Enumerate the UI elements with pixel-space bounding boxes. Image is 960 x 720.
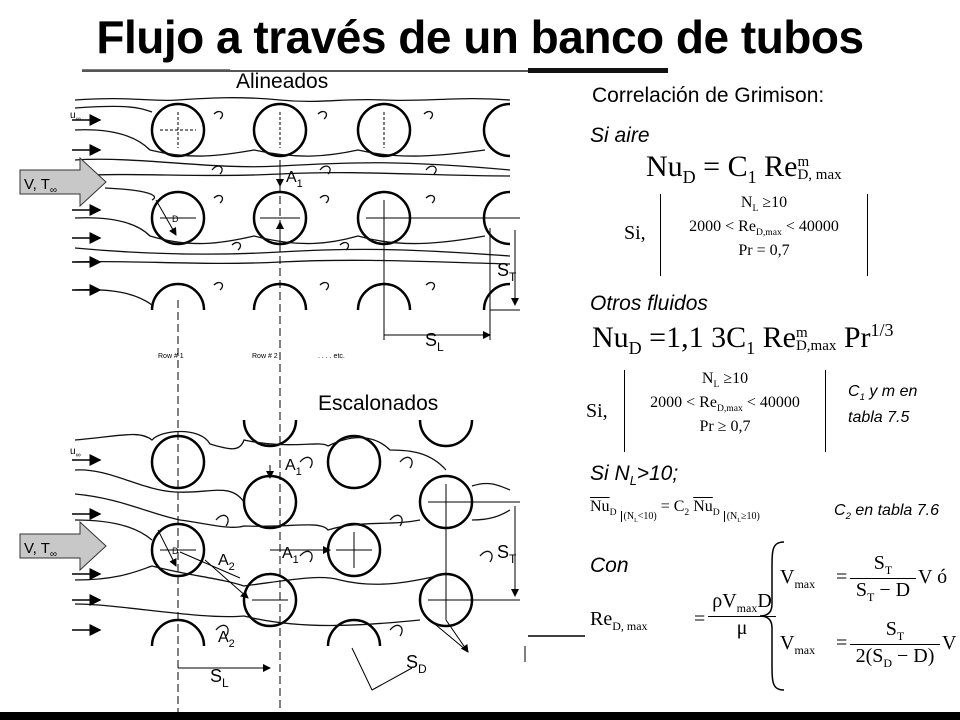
note-c1-table: C1 y m en tabla 7.5 — [848, 383, 918, 427]
equation-vmax-staggered: Vmax = ST 2(SD − D) V — [780, 618, 957, 670]
tube — [326, 618, 382, 647]
equation-vmax-aligned: Vmax = ST ST − D V ó — [780, 552, 948, 604]
con-heading: Con — [590, 554, 629, 577]
tube — [356, 102, 412, 158]
staggered-tubes — [150, 419, 474, 647]
u-label-bottom: u∞ — [70, 446, 81, 459]
aligned-streamlines — [74, 97, 511, 306]
tube — [482, 282, 511, 311]
note-c2-table: C2 en tabla 7.6 — [834, 502, 939, 523]
label-SD-staggered: SD — [406, 652, 427, 676]
tube — [150, 618, 206, 647]
label-ST-aligned: ST — [497, 260, 517, 284]
aligned-flow-arrows — [72, 114, 102, 296]
flow-input-arrow-top: V, T∞ — [19, 156, 107, 208]
label-D-aligned: D — [172, 214, 179, 224]
label-D-staggered: D — [172, 546, 179, 556]
tube — [150, 102, 206, 158]
u-label-top: u∞ — [70, 110, 81, 123]
staggered-guides — [157, 465, 520, 691]
si-nl-heading: Si NL>10; — [590, 462, 679, 489]
page-title: Flujo a través de un banco de tubos — [96, 11, 864, 63]
tube — [242, 474, 298, 530]
tube — [150, 190, 206, 246]
equation-re-dmax: ReD, max = ρVmaxD μ — [590, 590, 776, 660]
brace — [759, 541, 785, 691]
tube — [252, 102, 308, 158]
tube — [150, 282, 206, 311]
tube — [150, 434, 206, 490]
staggered-flow-arrows — [72, 454, 102, 636]
flow-input-arrow-bottom: V, T∞ — [19, 520, 107, 572]
label-A1-aligned: A1 — [286, 169, 303, 190]
label-A2-staggered-mid: A2 — [218, 552, 235, 573]
aligned-tubes — [150, 102, 511, 311]
tube — [482, 102, 511, 158]
otros-fluidos-heading: Otros fluidos — [590, 292, 708, 315]
tube — [418, 419, 474, 448]
tube — [326, 434, 382, 490]
correlation-title: Correlación de Grimison: — [592, 84, 825, 107]
equation-nu-rows: NuD (NL<10) = C2 NuD (NL≥10) — [590, 498, 760, 524]
label-A1-staggered-top: A1 — [285, 457, 302, 478]
aligned-guides — [155, 112, 520, 712]
tube-bank-diagram: Alineados u∞ u∞ — [19, 69, 585, 712]
label-A2-staggered-low: A2 — [218, 629, 235, 650]
title-underline-accent — [528, 68, 668, 73]
staggered-streamlines — [74, 430, 511, 637]
row-label-2: Row # 2 — [252, 353, 278, 360]
row-label-1: Row # 1 — [158, 353, 184, 360]
tube — [242, 419, 298, 448]
svg-text:V, T∞: V, T∞ — [24, 176, 57, 196]
label-A1-staggered-mid: A1 — [282, 545, 299, 566]
aligned-label: Alineados — [236, 70, 328, 93]
tube — [242, 572, 298, 628]
svg-text:V, T∞: V, T∞ — [24, 540, 57, 560]
title-underline — [82, 70, 667, 72]
bottom-bar — [0, 712, 960, 720]
si-aire-heading: Si aire — [590, 124, 650, 147]
label-ST-staggered: ST — [497, 542, 517, 566]
label-SL-aligned: SL — [425, 330, 444, 354]
tube — [150, 522, 206, 578]
row-label-etc: . . . . etc. — [318, 353, 345, 360]
staggered-label: Escalonados — [318, 392, 438, 415]
label-SL-staggered: SL — [210, 666, 229, 690]
